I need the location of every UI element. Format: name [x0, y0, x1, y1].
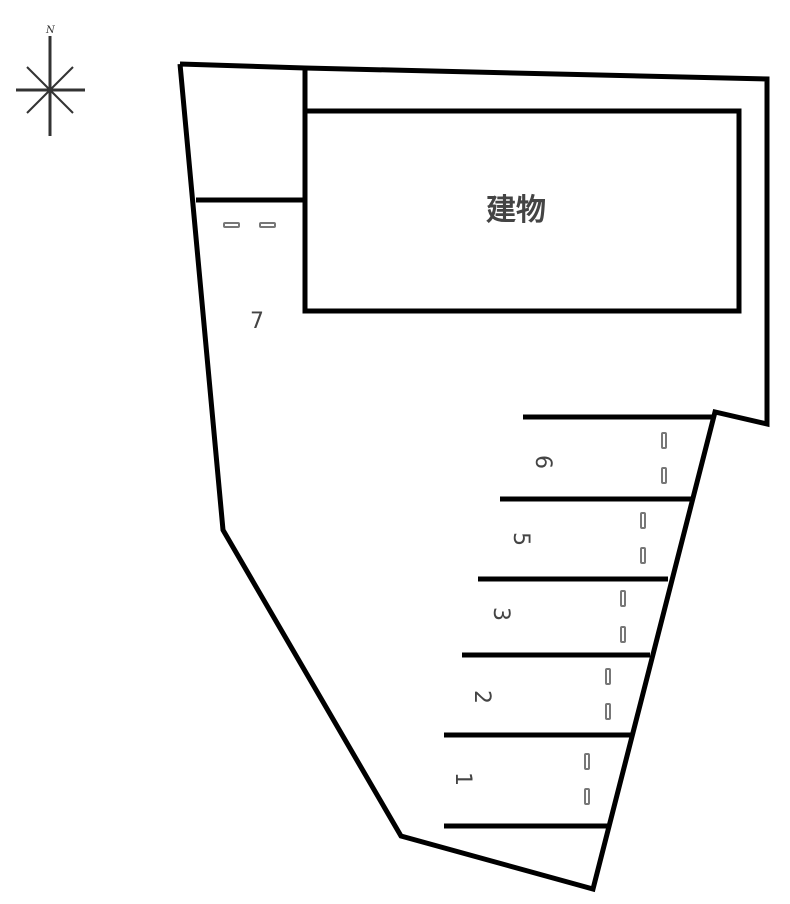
- parking-spot-2-label: 2: [469, 690, 494, 704]
- car-stop-icon: [620, 590, 626, 607]
- building-label: 建物: [486, 193, 546, 228]
- car-stop-icon: [584, 788, 590, 805]
- car-stop-icon: [584, 753, 590, 770]
- car-stop-icon: [640, 512, 646, 529]
- parking-dividers: [444, 414, 713, 829]
- parking-spot-1-label: 1: [450, 772, 475, 786]
- compass-north-label: N: [45, 25, 56, 36]
- car-stop-icon: [223, 222, 240, 228]
- parking-spot-7-label: 7: [250, 309, 264, 334]
- car-stop-icon: [661, 467, 667, 484]
- car-stop-icon: [605, 703, 611, 720]
- car-stop-icon: [640, 547, 646, 564]
- lot-outline: [177, 61, 770, 893]
- parking-spot-5-label: 5: [508, 532, 533, 546]
- building-outline: [302, 108, 742, 314]
- car-stop-icon: [661, 432, 667, 449]
- car-stop-icon: [620, 626, 626, 643]
- parking-spot-3-label: 3: [488, 607, 513, 621]
- car-stop-icon: [259, 222, 276, 228]
- parking-spot-6-label: 6: [530, 455, 555, 469]
- compass-rose-icon: N: [16, 25, 85, 136]
- car-stop-icon: [605, 668, 611, 685]
